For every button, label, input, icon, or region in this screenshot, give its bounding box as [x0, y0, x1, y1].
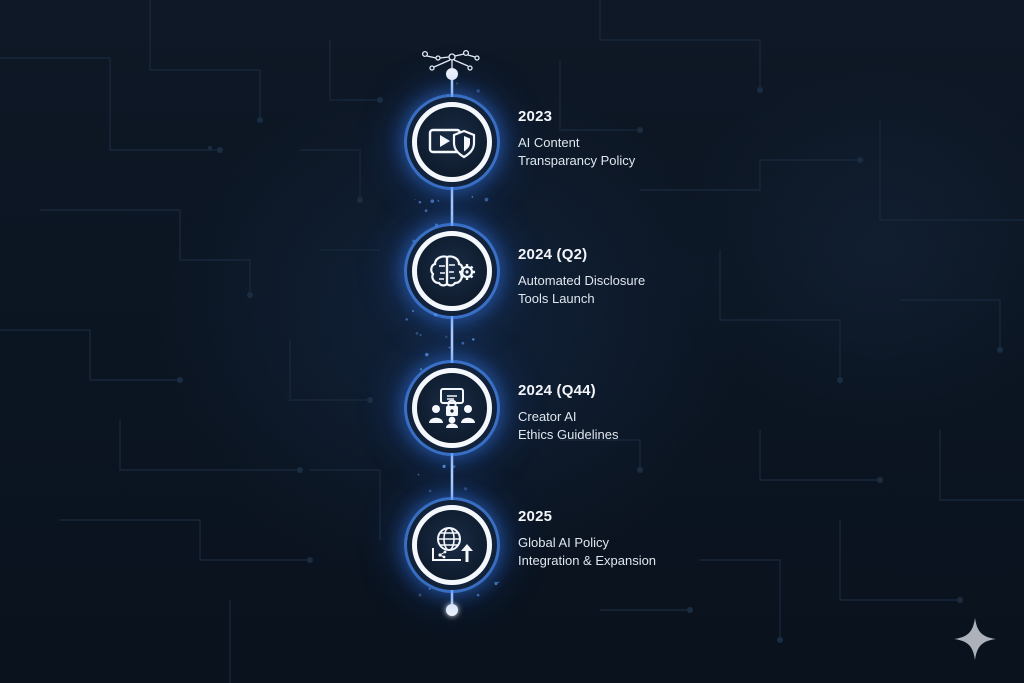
glow-particle — [405, 318, 408, 321]
glow-particle — [493, 144, 496, 147]
milestone-title-line-1: AI Content — [518, 135, 580, 150]
glow-particle — [417, 473, 420, 476]
glow-particle — [436, 183, 439, 185]
timeline-node-2023[interactable] — [412, 102, 492, 182]
glow-particle — [463, 487, 468, 491]
timeline-label-2024-q44: 2024 (Q44) Creator AI Ethics Guidelines — [518, 382, 618, 444]
timeline-label-2023: 2023 AI Content Transparancy Policy — [518, 108, 635, 170]
glow-particle — [450, 360, 452, 362]
creators-lock-icon — [429, 388, 475, 428]
sparkle-icon — [954, 618, 996, 660]
milestone-title-line-2: Tools Launch — [518, 291, 595, 306]
glow-particle — [437, 200, 440, 202]
milestone-year: 2024 (Q2) — [518, 246, 588, 263]
glow-particle — [442, 464, 446, 468]
glow-particle — [448, 346, 451, 349]
milestone-title-line-1: Automated Disclosure — [518, 273, 646, 288]
glow-particle — [451, 209, 454, 212]
milestone-title-line-2: Ethics Guidelines — [518, 427, 619, 442]
glow-particle — [484, 197, 489, 202]
glow-particle — [415, 331, 419, 335]
glow-particle — [471, 196, 474, 198]
glow-particle — [472, 338, 475, 341]
glow-particle — [452, 465, 456, 468]
glow-particle — [476, 593, 480, 597]
milestone-year: 2025 — [518, 508, 553, 525]
timeline-node-2025[interactable] — [412, 505, 492, 585]
glow-particle — [461, 341, 465, 345]
glow-particle — [412, 239, 416, 243]
glow-particle — [406, 537, 409, 540]
glow-particle — [414, 198, 416, 201]
glow-particle — [434, 223, 439, 227]
timeline-node-2024-q2[interactable] — [412, 231, 492, 311]
glow-particle — [424, 209, 428, 213]
glow-particle — [418, 593, 422, 597]
glow-particle — [411, 309, 415, 313]
glow-particle — [455, 82, 459, 85]
glow-particle — [433, 312, 438, 317]
glow-particle — [445, 335, 448, 339]
milestone-title-line-2: Transparancy Policy — [518, 153, 636, 168]
timeline-node-2024-q44[interactable] — [412, 368, 492, 448]
glow-particle — [494, 581, 498, 586]
timeline-end-dot — [446, 604, 458, 616]
milestone-year: 2023 — [518, 108, 553, 125]
milestone-title-line-2: Integration & Expansion — [518, 553, 657, 568]
glow-particle — [464, 447, 467, 450]
glow-particle — [497, 581, 500, 584]
milestone-year: 2024 (Q44) — [518, 382, 596, 399]
timeline-label-2025: 2025 Global AI Policy Integration & Expa… — [518, 508, 656, 570]
glow-particle — [476, 89, 480, 93]
glow-particle — [446, 93, 450, 97]
timeline-start-dot — [446, 68, 458, 80]
glow-particle — [419, 334, 422, 336]
glow-particle — [449, 226, 453, 230]
glow-particle — [468, 227, 470, 229]
brain-gear-icon — [430, 255, 475, 287]
molecule-network-icon — [421, 49, 480, 71]
glow-particle — [428, 489, 432, 493]
timeline-label-2024-q2: 2024 (Q2) Automated Disclosure Tools Lau… — [518, 246, 645, 308]
milestone-title-line-1: Global AI Policy — [518, 535, 610, 550]
glow-particle — [425, 352, 429, 357]
glow-particle — [430, 199, 435, 203]
glow-particle — [428, 587, 431, 590]
milestone-title-line-1: Creator AI — [518, 409, 577, 424]
globe-upload-icon — [432, 527, 473, 562]
glow-particle — [418, 200, 422, 204]
glow-particle — [419, 368, 423, 371]
video-shield-icon — [428, 128, 476, 159]
